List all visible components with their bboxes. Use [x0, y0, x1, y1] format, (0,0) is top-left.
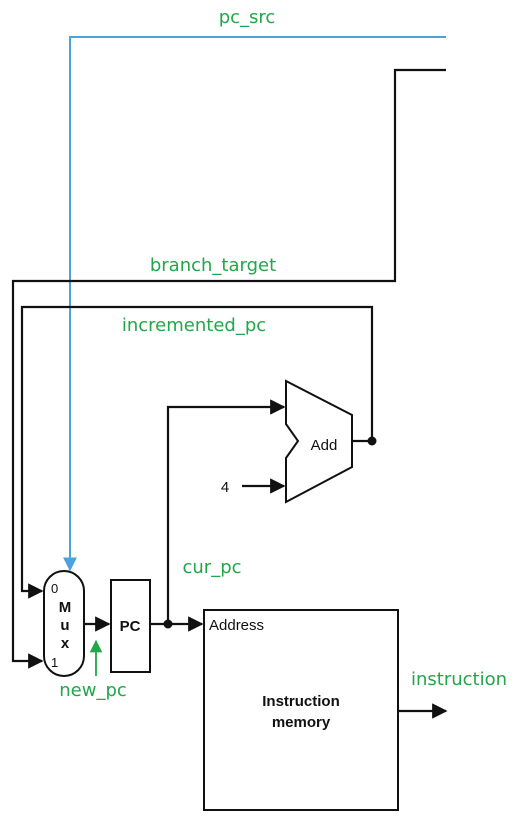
memory-address-port-label: Address	[209, 617, 264, 634]
instruction-label: instruction	[411, 669, 507, 690]
mux-block	[43, 570, 85, 677]
mux-label-m: M	[59, 599, 72, 616]
adder-block	[285, 379, 353, 504]
instruction-memory-block	[203, 609, 399, 811]
memory-title-line1: Instruction	[262, 693, 340, 710]
adder-output-junction	[367, 436, 377, 446]
cur-pc-to-adder-wire	[166, 399, 286, 624]
memory-title-line2: memory	[272, 714, 331, 731]
pc-src-label: pc_src	[219, 7, 276, 28]
adder-label: Add	[311, 437, 338, 454]
mux-label-u: u	[60, 617, 69, 634]
pc-register-label: PC	[120, 618, 141, 635]
cur-pc-label: cur_pc	[182, 557, 241, 578]
mux-label-x: x	[61, 635, 70, 652]
incremented-pc-wire	[20, 305, 374, 599]
branch-target-label: branch_target	[150, 255, 276, 276]
incremented-pc-label: incremented_pc	[122, 315, 266, 336]
adder-constant-label: 4	[221, 479, 229, 496]
mux-input-1-label: 1	[51, 655, 58, 670]
branch-target-wire	[11, 68, 446, 669]
mux-input-0-label: 0	[51, 581, 58, 596]
new-pc-label: new_pc	[59, 680, 127, 701]
pc-register-block	[110, 579, 151, 673]
pc-src-wire	[63, 36, 446, 572]
